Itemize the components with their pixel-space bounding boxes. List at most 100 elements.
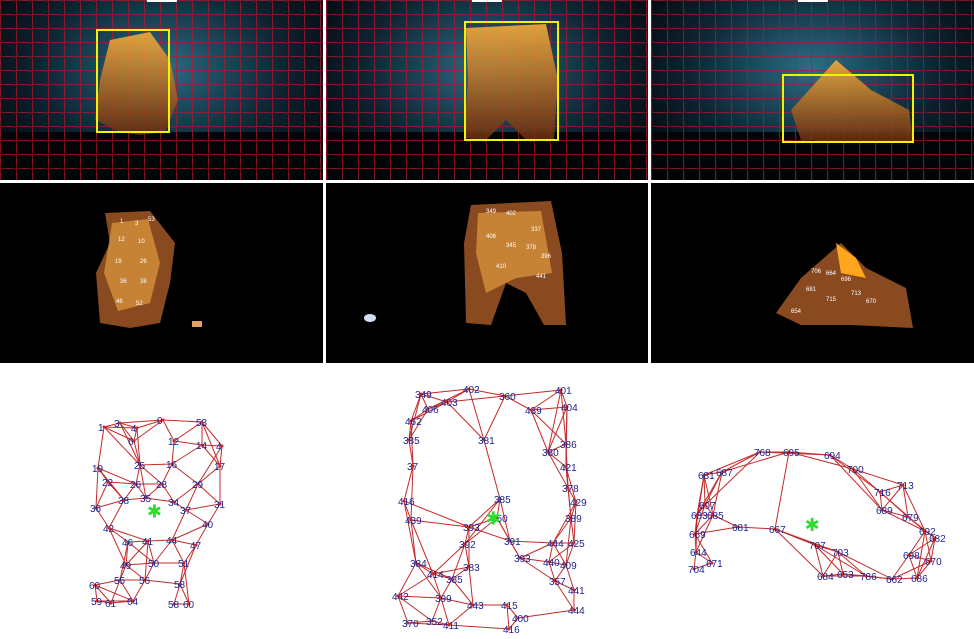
graph-node bbox=[146, 539, 150, 543]
graph-edge bbox=[408, 393, 422, 441]
graph-edge bbox=[408, 408, 429, 441]
node-label: 385 bbox=[446, 575, 463, 586]
graph-edge bbox=[97, 467, 137, 485]
graph-node bbox=[564, 465, 568, 469]
graph-edge bbox=[201, 444, 223, 447]
node-label: 14 bbox=[196, 441, 208, 452]
graph-edge bbox=[197, 465, 221, 485]
graph-edge bbox=[703, 451, 761, 476]
node-label: 41 bbox=[142, 537, 154, 548]
graph-edge bbox=[107, 481, 125, 501]
node-label: 37 bbox=[407, 462, 419, 473]
graph-edge bbox=[185, 509, 209, 525]
graph-edge bbox=[837, 551, 893, 580]
graph-edge bbox=[694, 533, 697, 553]
graph-node bbox=[572, 541, 576, 545]
graph-edge bbox=[173, 440, 203, 446]
node-label: 698 bbox=[903, 551, 920, 562]
graph-edge bbox=[788, 451, 854, 470]
frame-label: #003 bbox=[146, 0, 177, 3]
graph-edge bbox=[197, 483, 221, 505]
graph-node bbox=[450, 577, 454, 581]
graph-edge bbox=[408, 439, 414, 467]
node-label: 409 bbox=[560, 561, 577, 572]
graph-edge bbox=[696, 471, 723, 516]
graph-edge bbox=[548, 561, 567, 566]
graph-edge bbox=[519, 542, 554, 559]
graph-edge bbox=[908, 554, 918, 579]
node-label: 392 bbox=[459, 540, 476, 551]
node-label: 425 bbox=[568, 539, 585, 550]
graph-edge bbox=[94, 584, 134, 602]
graph-node bbox=[559, 388, 563, 392]
graph-edge bbox=[548, 542, 575, 563]
node-label: 441 bbox=[568, 586, 585, 597]
graph-edge bbox=[499, 498, 511, 542]
graph-node bbox=[445, 400, 449, 404]
graph-edge bbox=[94, 584, 112, 604]
graph-edge bbox=[451, 578, 474, 606]
graph-edge bbox=[415, 562, 442, 599]
node-label: 685 bbox=[707, 511, 724, 522]
node-label: 53 bbox=[196, 418, 208, 429]
graph-node bbox=[890, 577, 894, 581]
graph-edge bbox=[837, 551, 844, 575]
graph-edge bbox=[694, 514, 714, 535]
node-label: 385 bbox=[403, 436, 420, 447]
graph-node bbox=[218, 502, 222, 506]
graph-edge bbox=[108, 527, 127, 566]
graph-edge bbox=[123, 497, 147, 501]
graph-edge bbox=[696, 504, 706, 516]
node-label: 402 bbox=[463, 385, 480, 396]
graph-node bbox=[518, 556, 522, 560]
node-label: 695 bbox=[783, 448, 800, 459]
node-label: 44 bbox=[166, 536, 178, 547]
graph-edge bbox=[171, 463, 199, 485]
graph-node bbox=[439, 596, 443, 600]
graph-edge bbox=[403, 500, 470, 528]
graph-edge bbox=[173, 583, 181, 605]
graph-edge bbox=[171, 509, 187, 541]
graph-edge bbox=[448, 604, 474, 626]
graph-edge bbox=[119, 419, 164, 424]
graph-node bbox=[419, 392, 423, 396]
graph-node bbox=[828, 453, 832, 457]
graph-edge bbox=[431, 597, 442, 622]
node-label: 383 bbox=[463, 563, 480, 574]
graph-edge bbox=[95, 499, 125, 509]
graph-edge bbox=[693, 562, 713, 570]
graph-node bbox=[426, 407, 430, 411]
graph-node bbox=[106, 480, 110, 484]
svg-text:1: 1 bbox=[120, 219, 124, 225]
graph-edge bbox=[127, 540, 149, 543]
node-label: 439 bbox=[405, 516, 422, 527]
graph-edge bbox=[567, 487, 577, 503]
bounding-box bbox=[464, 21, 559, 141]
graph-node bbox=[144, 496, 148, 500]
graph-node bbox=[467, 525, 471, 529]
graph-edge bbox=[902, 484, 926, 532]
graph-edge bbox=[552, 517, 572, 544]
svg-text:696: 696 bbox=[841, 277, 852, 283]
node-label: 12 bbox=[168, 437, 180, 448]
graph-edge bbox=[565, 564, 575, 591]
graph-node bbox=[471, 603, 475, 607]
graph-node bbox=[126, 540, 130, 544]
graph-edge bbox=[403, 465, 414, 502]
graph-edge bbox=[496, 498, 501, 519]
graph-edge bbox=[201, 421, 221, 467]
graph-edge bbox=[547, 443, 567, 453]
graph-edge bbox=[468, 526, 511, 542]
graph-edge bbox=[403, 500, 412, 521]
node-label: 653 bbox=[837, 570, 854, 581]
node-label: 51 bbox=[178, 559, 190, 570]
node-label: 0 bbox=[157, 416, 163, 427]
graph-edge bbox=[123, 483, 137, 501]
graph-edge bbox=[464, 526, 470, 545]
graph-edge bbox=[185, 503, 221, 511]
graph-edge bbox=[410, 401, 448, 422]
svg-text:19: 19 bbox=[115, 259, 122, 265]
node-label: 687 bbox=[716, 468, 733, 479]
